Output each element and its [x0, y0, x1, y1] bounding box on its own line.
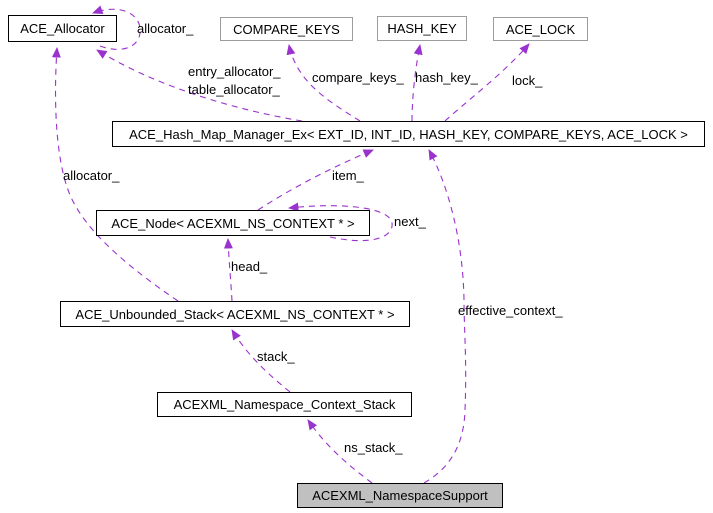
class-node-compare-keys: COMPARE_KEYS: [220, 17, 353, 41]
edge-label-allocator-left: allocator_: [63, 168, 120, 183]
edge-next-self-loop: [288, 202, 393, 242]
class-node-hash-map-manager[interactable]: ACE_Hash_Map_Manager_Ex< EXT_ID, INT_ID,…: [112, 121, 705, 147]
class-node-ace-node[interactable]: ACE_Node< ACEXML_NS_CONTEXT * >: [96, 210, 370, 236]
edge-compare-keys: [286, 44, 361, 122]
edge-label-entry-allocator: entry_allocator_: [188, 64, 281, 79]
edge-allocator-self-loop: [92, 5, 141, 50]
edge-head: [223, 238, 233, 302]
edge-label-stack: stack_: [257, 349, 295, 364]
edge-label-effective-context: effective_context_: [458, 303, 563, 318]
edge-label-item: item_: [332, 168, 364, 183]
edge-label-hash-key: hash_key_: [415, 70, 478, 85]
class-node-namespace-support: ACEXML_NamespaceSupport: [297, 483, 503, 508]
edge-label-compare-keys: compare_keys_: [312, 70, 404, 85]
class-node-hash-key: HASH_KEY: [377, 16, 467, 41]
class-node-ace-allocator[interactable]: ACE_Allocator: [8, 15, 117, 42]
class-node-ace-lock: ACE_LOCK: [493, 17, 588, 41]
edge-item: [257, 149, 374, 211]
edge-effective-context: [423, 149, 467, 484]
edge-label-next: next_: [394, 214, 426, 229]
edge-label-head: head_: [231, 259, 268, 274]
edge-label-lock: lock_: [512, 73, 543, 88]
edge-allocator-left: [51, 47, 179, 302]
class-node-unbounded-stack[interactable]: ACE_Unbounded_Stack< ACEXML_NS_CONTEXT *…: [60, 301, 410, 327]
edge-label-table-allocator: table_allocator_: [188, 82, 280, 97]
edge-hash-key: [411, 44, 423, 122]
edge-lock: [444, 43, 530, 122]
edge-label-ns-stack: ns_stack_: [344, 440, 403, 455]
edge-ns-stack: [307, 419, 373, 484]
edge-entry-table-allocator: [96, 49, 303, 122]
class-node-namespace-context-stack[interactable]: ACEXML_Namespace_Context_Stack: [157, 392, 412, 417]
edge-label-allocator-self: allocator_: [137, 21, 194, 36]
